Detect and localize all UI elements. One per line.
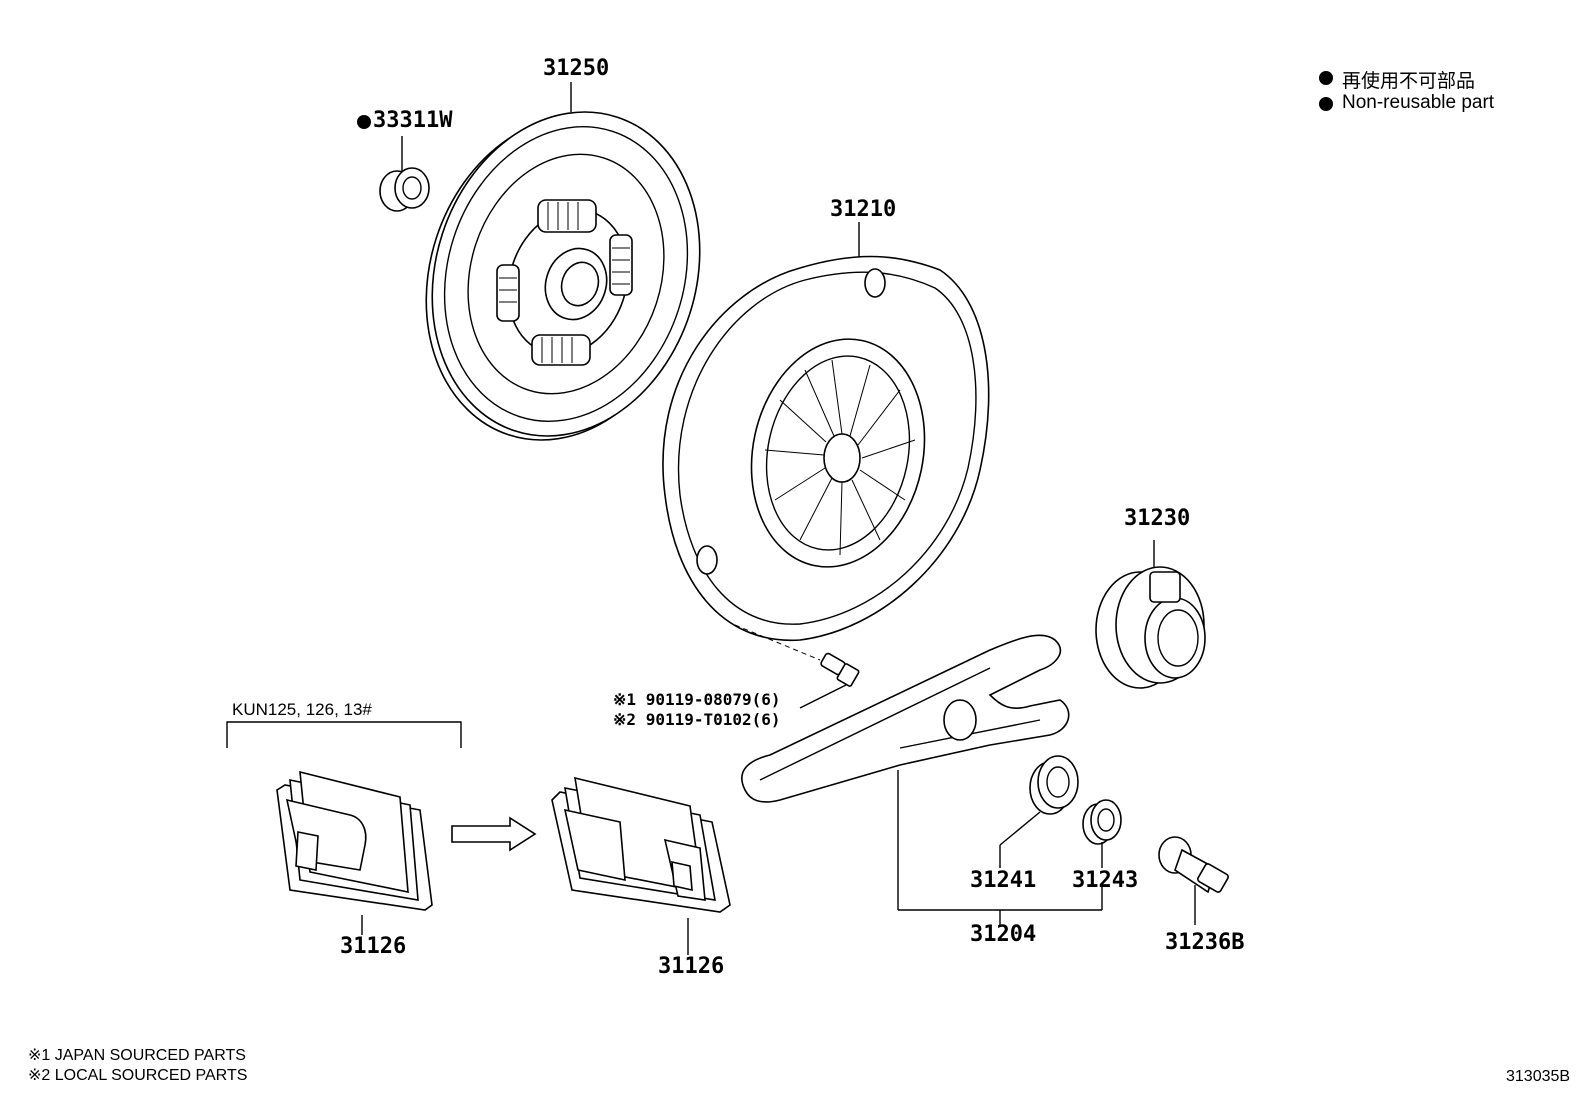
release-fork-drawing: [741, 634, 1103, 925]
legend-bullet-icon: [1319, 97, 1333, 111]
part-label-31230: 31230: [1124, 506, 1191, 531]
boot-31126-right-drawing: [551, 776, 731, 955]
legend-item-en: Non-reusable part: [1342, 92, 1495, 113]
footnote-local-sourced: ※2 LOCAL SOURCED PARTS: [28, 1067, 248, 1084]
figure-id: 313035B: [1506, 1068, 1571, 1085]
pivot-31236b-drawing: [1158, 836, 1229, 925]
footnote-japan-sourced: ※1 JAPAN SOURCED PARTS: [28, 1047, 246, 1064]
part-label-31241: 31241: [970, 868, 1037, 893]
part-label-31126-left: 31126: [340, 934, 407, 959]
clutch-disc-drawing: [425, 82, 701, 441]
part-label-31243: 31243: [1072, 868, 1139, 893]
legend-item-jp: 再使用不可部品: [1342, 71, 1476, 92]
part-label-31126-right: 31126: [658, 954, 725, 979]
legend-bullet-icon: [1319, 71, 1333, 85]
bolt-note-2: ※2 90119-T0102(6): [613, 710, 781, 729]
model-bracket: [226, 721, 462, 748]
arrow-right-icon: [451, 816, 537, 852]
part-label-31250: 31250: [543, 56, 610, 81]
clutch-cover-drawing: [662, 222, 990, 709]
non-reusable-mark-icon: [357, 115, 371, 129]
part-label-31204: 31204: [970, 922, 1037, 947]
bushing-31241-drawing: [999, 755, 1079, 868]
part-label-33311w: 33311W: [373, 108, 453, 133]
bolt-note-1: ※1 90119-08079(6): [613, 690, 781, 709]
release-bearing-drawing: [1095, 540, 1206, 689]
part-label-31210: 31210: [830, 197, 897, 222]
model-applicability-note: KUN125, 126, 13#: [232, 700, 372, 719]
pilot-bearing-drawing: [379, 136, 430, 212]
clip-31243-drawing: [1082, 799, 1122, 868]
part-label-31236b: 31236B: [1165, 930, 1245, 955]
boot-31126-left-drawing: [276, 770, 433, 935]
